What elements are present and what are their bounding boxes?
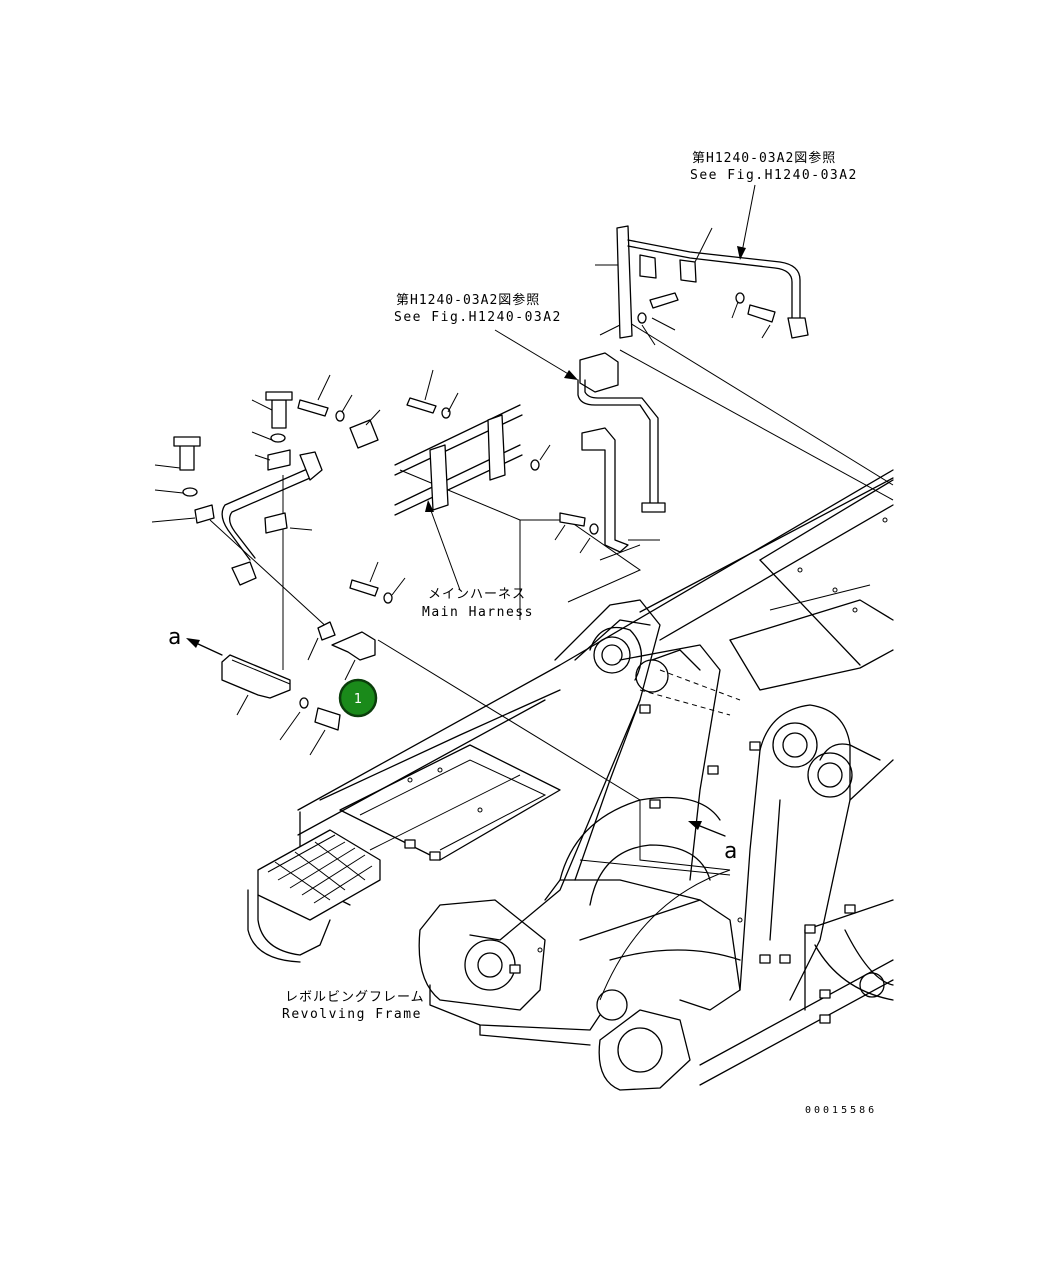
ref-top-en: See Fig.H1240-03A2 — [690, 168, 858, 183]
arrows — [186, 184, 756, 837]
part-badge-label[interactable]: 1 — [354, 692, 362, 707]
ref-top-jp: 第H1240-03A2図参照 — [692, 150, 836, 166]
cover-plate-assembly — [221, 654, 341, 756]
bracket-assembly — [554, 352, 666, 554]
leader-lines — [209, 264, 894, 1001]
drawing-number: 00015586 — [805, 1105, 877, 1116]
ref-mid-jp: 第H1240-03A2図参照 — [396, 292, 540, 308]
left-harness-assembly — [151, 374, 406, 681]
main-harness — [349, 369, 551, 516]
main-harness-jp: メインハーネス — [428, 587, 526, 602]
revolving-frame-en: Revolving Frame — [282, 1007, 422, 1022]
ref-mid-en: See Fig.H1240-03A2 — [394, 310, 562, 325]
revolving-frame-jp: レボルビングフレーム — [285, 990, 425, 1005]
part-badge-circle[interactable] — [338, 678, 378, 718]
revolving-frame — [247, 469, 894, 1091]
view-a-label-left: a — [168, 625, 181, 650]
part-badge-1[interactable]: 1 — [338, 678, 378, 718]
view-a-label-right: a — [724, 839, 737, 864]
main-harness-en: Main Harness — [422, 605, 534, 620]
upper-harness-assembly — [616, 225, 809, 346]
